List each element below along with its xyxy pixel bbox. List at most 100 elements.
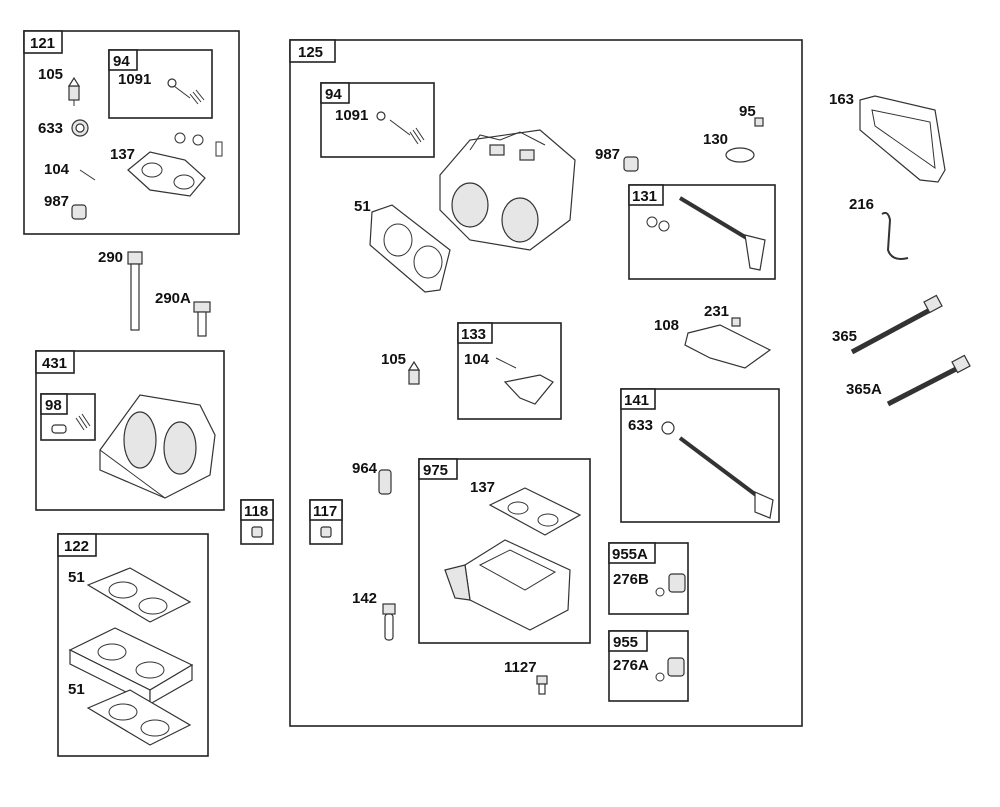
screw-part-95 <box>754 117 764 127</box>
kit-125-box <box>289 39 803 727</box>
kit-955-box <box>608 630 689 702</box>
part-label-633-left: 633 <box>38 120 63 137</box>
jet-part-276A <box>655 657 685 682</box>
part-label-231: 231 <box>704 303 729 320</box>
part-label-633-main: 633 <box>628 417 653 434</box>
part-label-987-left: 987 <box>44 193 69 210</box>
plug-part-98 <box>51 424 67 434</box>
kit-122-label: 122 <box>64 538 89 555</box>
plate-part-130 <box>725 147 755 163</box>
part-label-365: 365 <box>832 328 857 345</box>
part-label-276A: 276A <box>613 657 649 674</box>
part-label-130: 130 <box>703 131 728 148</box>
kit-133-box <box>457 322 562 420</box>
part-label-290A: 290A <box>155 290 191 307</box>
kit-131-label: 131 <box>632 188 657 205</box>
part-label-964: 964 <box>352 460 378 477</box>
kit-94-label-left: 94 <box>113 53 130 70</box>
part-label-290: 290 <box>98 249 123 266</box>
kit-955-label: 955 <box>613 634 638 651</box>
part-label-105-left: 105 <box>38 66 63 83</box>
gasket-137-part-left <box>127 132 223 197</box>
screw-part-118 <box>251 526 263 538</box>
kit-431-label: 431 <box>42 355 67 372</box>
float-bowl-part <box>444 539 571 631</box>
seal-part-left <box>71 119 89 137</box>
kit-118-group[interactable]: 118 <box>240 499 274 545</box>
part-label-104-left: 104 <box>44 161 70 178</box>
screw-part-231 <box>731 317 741 327</box>
part-label-51-lower: 51 <box>68 681 85 698</box>
bushing-part-main <box>623 156 639 172</box>
kit-431-box <box>35 350 225 511</box>
part-label-51-upper: 51 <box>68 569 85 586</box>
part-label-216: 216 <box>849 196 874 213</box>
seal-part-main <box>661 421 675 435</box>
gasket-51-upper <box>86 567 192 623</box>
float-needle-part-main <box>407 360 421 385</box>
part-label-104-main: 104 <box>464 351 490 368</box>
kit-94-label-main: 94 <box>325 86 342 103</box>
part-label-987-main: 987 <box>595 146 620 163</box>
jet-part-276B <box>655 573 686 597</box>
bolt-part-365 <box>850 294 943 355</box>
kit-131-box <box>628 184 776 280</box>
gasket-137-part-main <box>488 487 582 536</box>
part-label-1127: 1127 <box>504 659 537 676</box>
kit-117-label: 117 <box>313 503 337 520</box>
part-label-95: 95 <box>739 103 756 120</box>
pin-part-main <box>495 357 517 369</box>
kit-955A-label: 955A <box>612 546 648 563</box>
kit-141-box <box>620 388 780 523</box>
kit-431-group[interactable]: 431 98 <box>35 350 225 511</box>
throttle-shaft-part <box>678 436 774 519</box>
screw-part-117 <box>320 526 332 538</box>
kit-975-label: 975 <box>423 462 448 479</box>
screw-part-1127 <box>536 675 548 695</box>
kit-122-group[interactable]: 122 51 51 <box>57 533 209 757</box>
float-needle-part <box>67 76 81 106</box>
shaft-part-131 <box>646 196 766 271</box>
kit-122-box <box>57 533 209 757</box>
kit-118-label: 118 <box>244 503 268 520</box>
kit-121-group[interactable]: 121 94 1091 105 633 137 <box>23 30 240 235</box>
gasket-part-163 <box>859 95 946 183</box>
needle-screw-part-main <box>376 111 425 145</box>
gasket-51-main <box>369 204 451 293</box>
bolt-part-365A <box>886 354 971 407</box>
part-label-365A: 365A <box>846 381 882 398</box>
linkage-part-216 <box>881 211 909 260</box>
part-label-137-left: 137 <box>110 146 135 163</box>
part-label-105-main: 105 <box>381 351 406 368</box>
part-label-276B: 276B <box>613 571 649 588</box>
carburetor-body-part <box>439 129 576 251</box>
needle-screw-part <box>167 78 205 105</box>
pin-part-964 <box>378 469 392 495</box>
kit-133-label: 133 <box>461 326 486 343</box>
part-label-163: 163 <box>829 91 854 108</box>
gasket-51-lower <box>86 689 192 746</box>
part-label-137-main: 137 <box>470 479 495 496</box>
kit-117-group[interactable]: 117 <box>309 499 343 545</box>
kit-125-label: 125 <box>298 44 323 61</box>
part-label-1091-main: 1091 <box>335 107 368 124</box>
kit-98-box <box>40 393 96 441</box>
carb-adapter-part <box>99 394 216 499</box>
part-label-142: 142 <box>352 590 377 607</box>
right-side-parts[interactable]: 163 216 365 365A <box>829 91 971 407</box>
kit-121-label: 121 <box>30 35 55 52</box>
kit-125-group[interactable]: 125 94 1091 51 95 130 987 <box>289 39 803 727</box>
kit-94-box-main <box>320 82 435 158</box>
kit-121-box <box>23 30 240 235</box>
kit-141-label: 141 <box>624 392 649 409</box>
pin-part-left <box>79 169 96 181</box>
kit-98-label: 98 <box>45 397 62 414</box>
part-label-51-main: 51 <box>354 198 371 215</box>
kit-94-box-left <box>108 49 213 119</box>
bushing-part-left <box>71 204 87 220</box>
kit-975-box <box>418 458 591 644</box>
float-part-133 <box>503 374 554 405</box>
bracket-part-108 <box>684 324 772 369</box>
bolt-290-group[interactable]: 290 290A <box>98 249 211 337</box>
